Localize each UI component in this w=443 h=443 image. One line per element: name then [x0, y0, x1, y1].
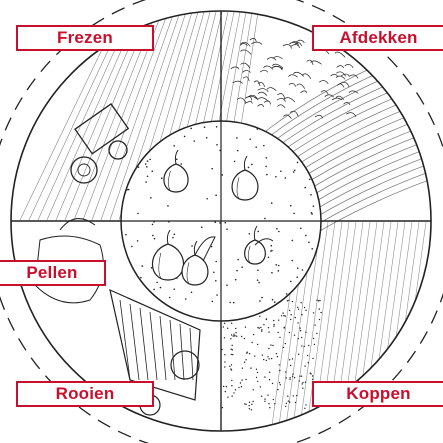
label-koppen-text: Koppen	[346, 384, 410, 404]
label-pellen: Pellen	[0, 260, 106, 286]
label-pellen-text: Pellen	[26, 263, 77, 283]
label-rooien: Rooien	[16, 381, 154, 407]
label-koppen: Koppen	[312, 381, 443, 407]
label-frezen: Frezen	[16, 25, 154, 51]
label-afdekken: Afdekken	[312, 25, 443, 51]
label-rooien-text: Rooien	[56, 384, 115, 404]
label-frezen-text: Frezen	[57, 28, 113, 48]
label-afdekken-text: Afdekken	[339, 28, 417, 48]
